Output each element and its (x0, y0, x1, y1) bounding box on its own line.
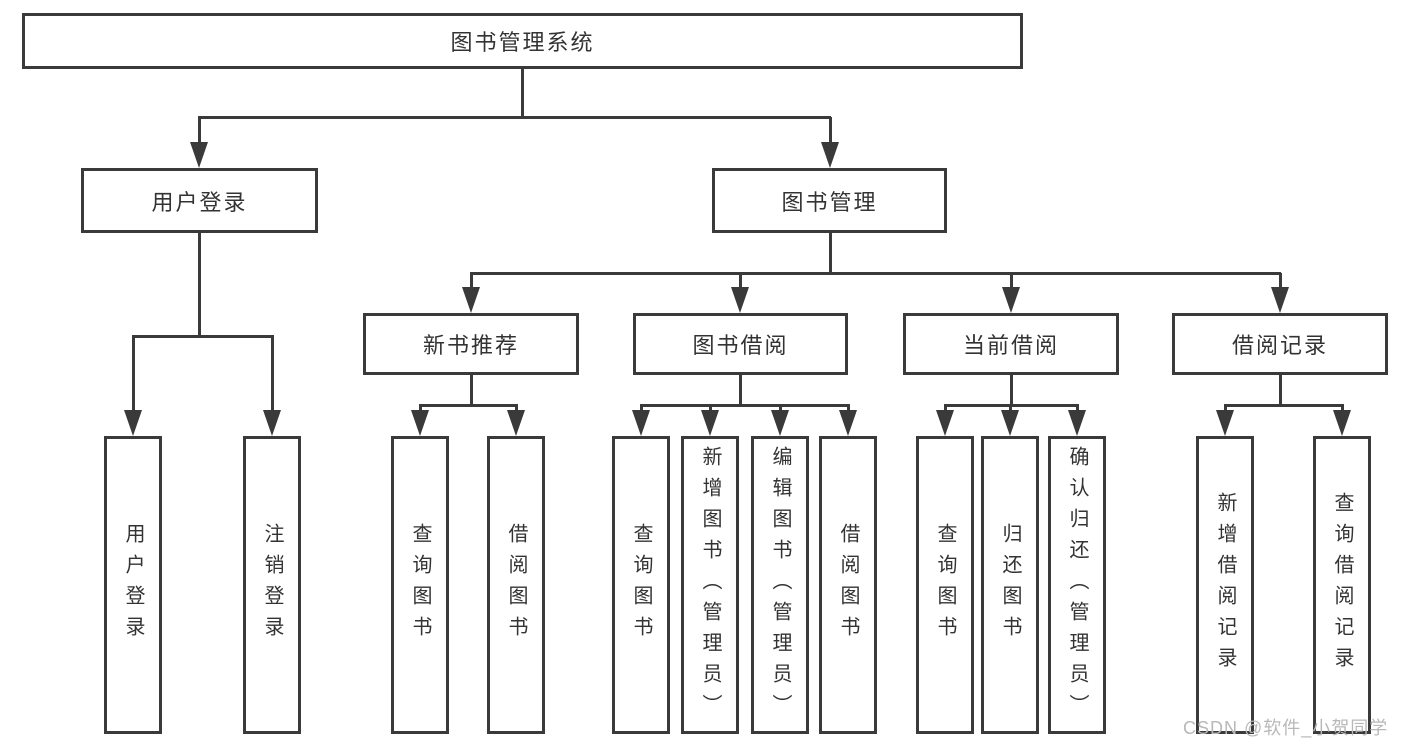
connector-line (521, 69, 524, 117)
connector-line (709, 405, 712, 414)
connector-line (779, 405, 782, 414)
arrowhead-down-icon (821, 142, 839, 168)
watermark: CSDN @软件_小贺同学 (1183, 718, 1389, 738)
connector-line (198, 233, 201, 336)
arrowhead-down-icon (1271, 287, 1289, 313)
connector-line (944, 405, 947, 414)
arrowhead-down-icon (507, 410, 525, 436)
leaf-record-add-record: 新增借阅记录 (1196, 436, 1254, 734)
connector-line (829, 233, 832, 273)
node-book-management: 图书管理 (712, 168, 947, 233)
connector-line (1341, 405, 1344, 414)
arrowhead-down-icon (190, 142, 208, 168)
node-borrow-record: 借阅记录 (1172, 313, 1388, 375)
connector-line (1279, 375, 1282, 405)
connector-line (1224, 405, 1227, 414)
connector-line (944, 404, 1079, 407)
connector-line (1010, 273, 1013, 291)
leaf-current-return-book: 归还图书 (981, 436, 1039, 734)
connector-line (739, 375, 742, 405)
connector-line (132, 335, 274, 338)
arrowhead-down-icon (701, 410, 719, 436)
node-root: 图书管理系统 (22, 13, 1023, 69)
connector-line (470, 375, 473, 405)
connector-line (739, 273, 742, 291)
node-new-book-recommend: 新书推荐 (363, 313, 579, 375)
leaf-borrow-query-book: 查询图书 (612, 436, 670, 734)
connector-line (198, 116, 831, 119)
arrowhead-down-icon (632, 410, 650, 436)
arrowhead-down-icon (731, 287, 749, 313)
arrowhead-down-icon (462, 287, 480, 313)
connector-line (198, 117, 201, 146)
leaf-borrow-edit-book-admin: 编辑图书（管理员） (751, 436, 809, 734)
connector-line (640, 405, 643, 414)
connector-line (1010, 375, 1013, 405)
connector-line (640, 404, 850, 407)
arrowhead-down-icon (771, 410, 789, 436)
node-user-login: 用户登录 (81, 168, 318, 233)
arrowhead-down-icon (263, 410, 281, 436)
connector-line (419, 405, 422, 414)
connector-line (470, 272, 1281, 275)
leaf-newbook-borrow-book: 借阅图书 (487, 436, 545, 734)
connector-line (1009, 405, 1012, 414)
connector-line (470, 273, 473, 291)
node-book-borrow: 图书借阅 (633, 313, 848, 375)
arrowhead-down-icon (936, 410, 954, 436)
connector-line (1224, 404, 1344, 407)
arrowhead-down-icon (411, 410, 429, 436)
leaf-logout: 注销登录 (243, 436, 301, 734)
node-current-borrow: 当前借阅 (903, 313, 1119, 375)
arrowhead-down-icon (1068, 410, 1086, 436)
arrowhead-down-icon (839, 410, 857, 436)
leaf-record-query-record: 查询借阅记录 (1313, 436, 1371, 734)
arrowhead-down-icon (1333, 410, 1351, 436)
arrowhead-down-icon (1002, 287, 1020, 313)
leaf-current-confirm-return-admin: 确认归还（管理员） (1048, 436, 1106, 734)
leaf-borrow-add-book-admin: 新增图书（管理员） (681, 436, 739, 734)
leaf-newbook-query-book: 查询图书 (391, 436, 449, 734)
arrowhead-down-icon (1001, 410, 1019, 436)
connector-line (271, 336, 274, 414)
connector-line (132, 336, 135, 414)
connector-line (847, 405, 850, 414)
leaf-borrow-borrow-book: 借阅图书 (819, 436, 877, 734)
arrowhead-down-icon (124, 410, 142, 436)
arrowhead-down-icon (1216, 410, 1234, 436)
leaf-user-login: 用户登录 (104, 436, 162, 734)
connector-line (515, 405, 518, 414)
connector-line (419, 404, 518, 407)
leaf-current-query-book: 查询图书 (916, 436, 974, 734)
connector-line (829, 117, 832, 146)
connector-line (1279, 273, 1282, 291)
connector-line (1076, 405, 1079, 414)
